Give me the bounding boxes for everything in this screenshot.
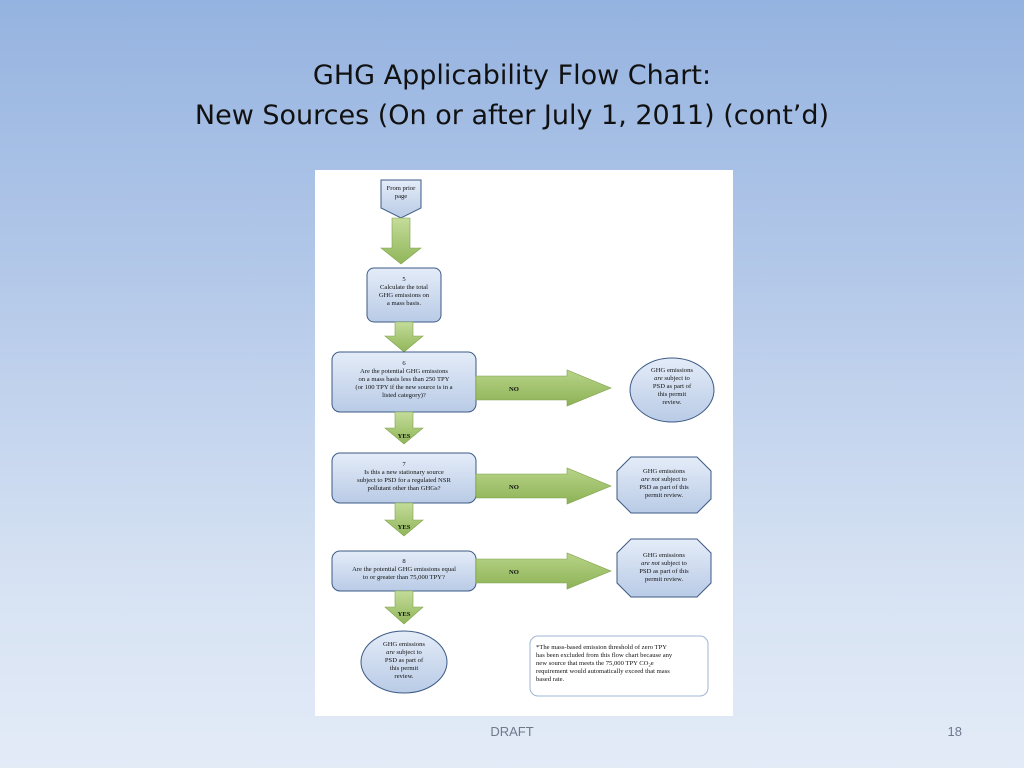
step7-yes-label: YES [398,524,411,531]
arrow-step5-to-step6 [384,321,424,353]
arrow-step6-no: NO [475,369,612,407]
outcome6-oval: GHG emissions are subject to PSD as part… [629,357,715,423]
slide-number: 18 [947,724,962,739]
step7-text-1: Is this a new stationary source [364,469,444,476]
outcome7-text-4: permit review. [645,492,683,499]
outcome8-emphasis: are not [641,560,660,567]
final-text-3: PSD as part of [385,657,424,664]
arrow-step7-yes: YES [384,502,424,537]
step7-no-label: NO [509,484,519,491]
step7-text-3: pollutant other than GHGs? [367,485,440,492]
step6-text-3: (or 100 TPY if the new source is in a [355,384,452,391]
step6-number: 6 [402,360,406,367]
outcome6-text-1: GHG emissions [651,367,693,374]
outcome8-octagon: GHG emissions are not subject to PSD as … [616,538,712,598]
start-text-2: page [395,193,408,200]
outcome8-text-1: GHG emissions [643,552,685,559]
slide-title: GHG Applicability Flow Chart: New Source… [0,56,1024,136]
start-text-1: From prior [387,185,417,192]
step8-box: 8 Are the potential GHG emissions equal … [331,550,477,592]
outcome7-octagon: GHG emissions are not subject to PSD as … [616,456,712,514]
outcome8-text-3: PSD as part of this [639,568,689,575]
step8-yes-label: YES [398,611,411,618]
step8-text-2: to or greater than 75,000 TPY? [363,574,445,581]
footnote-co2-subscript: 2 [648,663,650,668]
step8-number: 8 [402,558,406,565]
outcome6-emphasis: are [654,375,663,382]
footnote-text-3a: new source that meets the 75,000 TPY CO [536,660,649,667]
footer-draft-label: DRAFT [490,724,534,739]
final-text-5: review. [394,673,414,680]
slide-title-line-1: GHG Applicability Flow Chart: [312,60,712,91]
step7-box: 7 Is this a new stationary source subjec… [331,452,477,504]
step6-no-label: NO [509,386,519,393]
arrow-step8-yes: YES [384,590,424,625]
step5-text-1: Calculate the total [380,284,428,291]
outcome8-text-2b: subject to [660,560,688,567]
arrow-step8-no: NO [475,552,612,590]
flowchart-image: From prior page 5 Calculate the total GH… [315,170,733,716]
outcome7-text-2: are not subject to [641,476,687,483]
footnote-text-2: has been excluded from this flow chart b… [536,652,673,659]
final-oval: GHG emissions are subject to PSD as part… [360,630,448,694]
footnote-text-3: new source that meets the 75,000 TPY CO2… [536,660,654,668]
slide-title-line-2: New Sources (On or after July 1, 2011) (… [194,100,830,131]
outcome6-text-2b: subject to [663,375,691,382]
final-text-4: this permit [390,665,419,672]
outcome8-text-4: permit review. [645,576,683,583]
footnote-text-1: *The mass-based emission threshold of ze… [536,644,667,651]
outcome6-text-2: are subject to [654,375,690,382]
footnote-text-3c: e [651,660,654,667]
outcome6-text-5: review. [662,399,682,406]
step8-no-label: NO [509,569,519,576]
outcome6-text-3: PSD as part of [653,383,692,390]
step6-text-2: on a mass basis less than 250 TPY [359,376,450,383]
outcome7-text-3: PSD as part of this [639,484,689,491]
step6-text-4: listed category)? [382,392,426,399]
final-emphasis: are [386,649,395,656]
footnote-text-4: requirement would automatically exceed t… [536,668,670,675]
step5-text-2: GHG emissions on [379,292,430,299]
step6-box: 6 Are the potential GHG emissions on a m… [331,351,477,413]
step6-text-1: Are the potential GHG emissions [360,368,448,375]
step5-box: 5 Calculate the total GHG emissions on a… [366,267,442,323]
outcome7-text-1: GHG emissions [643,468,685,475]
step7-number: 7 [402,461,406,468]
outcome7-emphasis: are not [641,476,660,483]
step6-yes-label: YES [398,433,411,440]
outcome7-text-2b: subject to [660,476,688,483]
footnote-text-5: based rate. [536,676,565,683]
arrow-step7-no: NO [475,467,612,505]
arrow-start-to-step5 [380,217,422,265]
step5-text-3: a mass basis. [387,300,422,307]
outcome6-text-4: this permit [658,391,687,398]
final-text-2b: subject to [395,649,423,656]
final-text-2: are subject to [386,649,422,656]
step5-number: 5 [402,276,406,283]
flowchart-diagram: From prior page 5 Calculate the total GH… [331,179,715,697]
step8-text-1: Are the potential GHG emissions equal [352,566,456,573]
arrow-step6-yes: YES [384,411,424,445]
outcome8-text-2: are not subject to [641,560,687,567]
final-text-1: GHG emissions [383,641,425,648]
footnote-box: *The mass-based emission threshold of ze… [529,635,709,697]
step7-text-2: subject to PSD for a regulated NSR [357,477,451,484]
start-node: From prior page [380,179,422,219]
